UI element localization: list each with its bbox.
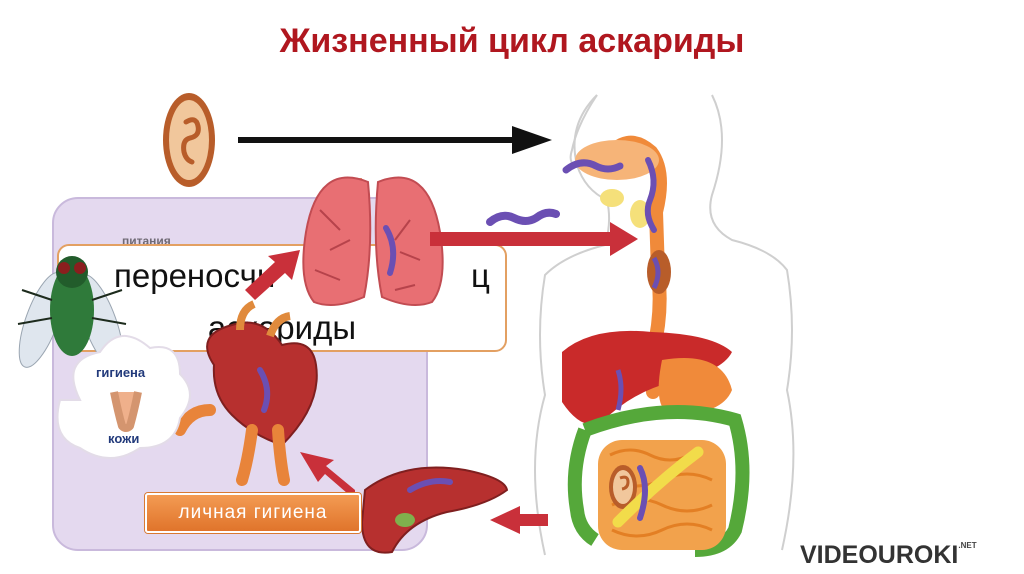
arrow-lungs-to-throat	[430, 222, 638, 256]
worm-icon	[562, 159, 624, 174]
lungs-icon	[302, 176, 444, 307]
carrier-text-tail: ц	[471, 257, 490, 294]
digestive-tract-icon	[562, 135, 750, 557]
worm-icon	[644, 157, 657, 233]
logo-text: VIDEOUROKI	[800, 541, 959, 569]
videouroki-logo: VIDEOUROKI.NET	[800, 541, 977, 570]
logo-suffix: .NET	[958, 541, 977, 550]
heart-icon	[174, 300, 318, 486]
arrow-egg-to-mouth	[238, 126, 552, 154]
hygiene-cloud-icon	[56, 334, 191, 459]
worm-icon	[651, 256, 661, 290]
page-title: Жизненный цикл аскариды	[279, 22, 745, 60]
cloud-label-top: гигиена	[96, 365, 146, 380]
arrow-heart-to-lungs	[245, 250, 300, 300]
personal-hygiene-button[interactable]: личная гигиена	[145, 493, 361, 533]
liver-icon	[360, 466, 509, 554]
larva-icon	[486, 208, 560, 226]
arrow-intestine-to-liver	[490, 506, 548, 534]
egg-icon	[163, 93, 215, 187]
arrow-liver-to-heart	[300, 452, 355, 500]
cloud-label-bottom: кожи	[108, 431, 140, 446]
